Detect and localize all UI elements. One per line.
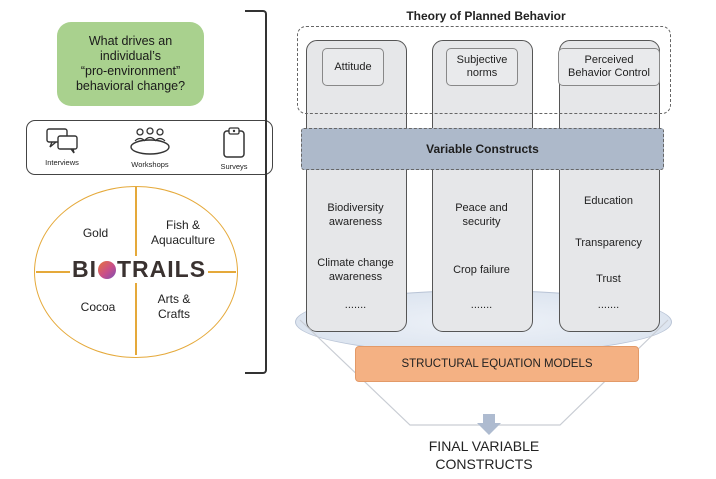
final-variable-constructs: FINAL VARIABLE CONSTRUCTS <box>428 438 540 472</box>
construct-item: Transparency <box>575 237 642 249</box>
pillar-label-subjective-norms: Subjective norms <box>446 48 518 86</box>
method-interviews: Interviews <box>27 127 97 167</box>
pillar-subjective-norms <box>432 40 533 332</box>
tpb-dashed-box <box>297 26 671 114</box>
construct-item: Education <box>584 195 633 207</box>
construct-item: ....... <box>597 299 620 311</box>
construct-item: Trust <box>596 273 621 285</box>
quadrant-cocoa: Cocoa <box>80 300 116 314</box>
biotrails-logo: BI TRAILS <box>70 256 209 283</box>
construct-item: Crop failure <box>453 264 510 276</box>
method-workshops: Workshops <box>115 127 185 169</box>
structural-equation-models-box: STRUCTURAL EQUATION MODELS <box>355 346 639 382</box>
research-question-box: What drives an individual’s “pro-environ… <box>57 22 204 106</box>
construct-item: Climate change awareness <box>317 257 394 283</box>
construct-item: ....... <box>344 299 367 311</box>
down-arrow-icon <box>477 414 501 435</box>
pillar-perceived-behavior-control <box>559 40 660 332</box>
right-bracket <box>245 10 267 374</box>
methods-panel: Interviews Workshops Surveys <box>26 120 273 175</box>
variable-constructs-band: Variable Constructs <box>301 128 664 170</box>
pillar-label-perceived-behavior-control: Perceived Behavior Control <box>558 48 660 86</box>
construct-item: Peace and security <box>455 202 508 228</box>
interviews-icon <box>46 128 78 154</box>
tpb-title: Theory of Planned Behavior <box>406 9 566 23</box>
method-label: Surveys <box>220 162 248 171</box>
construct-item: Biodiversity awareness <box>327 202 384 228</box>
pillar-label-attitude: Attitude <box>322 48 384 86</box>
pillar-attitude <box>306 40 407 332</box>
workshops-icon <box>130 127 170 155</box>
construct-item: ....... <box>470 299 493 311</box>
method-label: Workshops <box>131 160 169 169</box>
quadrant-arts-crafts: Arts & Crafts <box>157 292 191 321</box>
surveys-icon <box>223 127 245 158</box>
value-chains-circle <box>34 186 238 358</box>
quadrant-fish-aquaculture: Fish & Aquaculture <box>150 218 216 247</box>
biotrails-logo-mark <box>98 260 116 279</box>
quadrant-gold: Gold <box>82 226 109 240</box>
method-label: Interviews <box>45 158 79 167</box>
method-surveys: Surveys <box>199 127 269 171</box>
